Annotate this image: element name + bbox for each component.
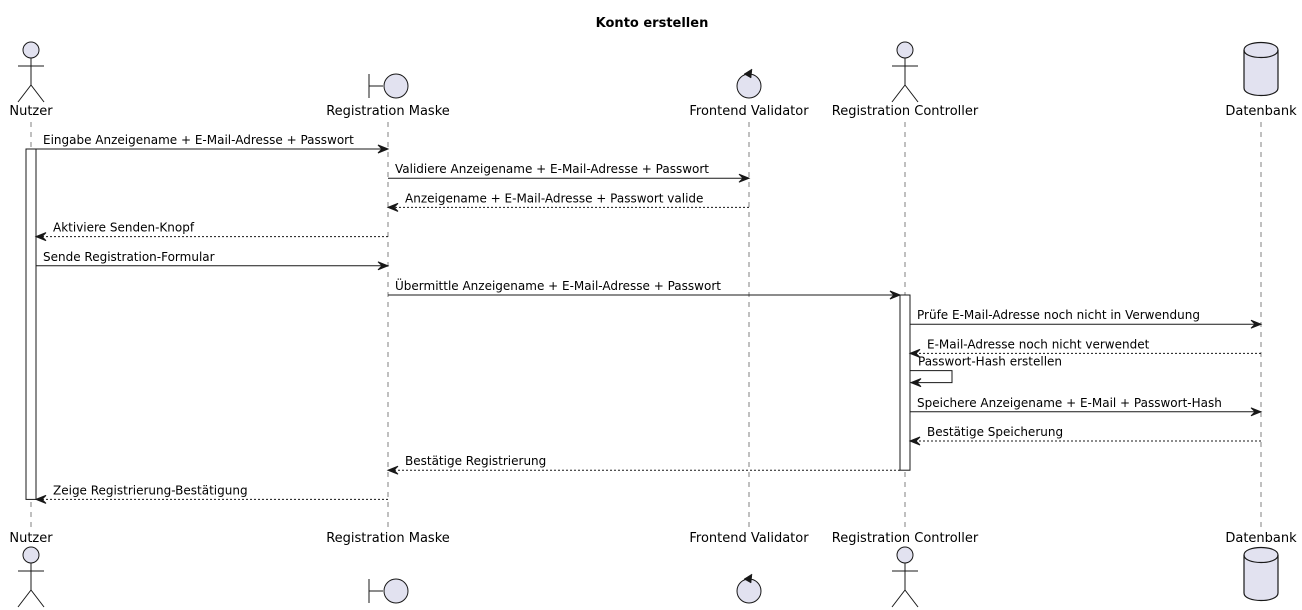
message-6: Prüfe E-Mail-Adresse noch nicht in Verwe…	[910, 308, 1263, 329]
participant-label: Frontend Validator	[689, 531, 809, 546]
message-2: Anzeigename + E-Mail-Adresse + Passwort …	[386, 191, 749, 212]
actor-icon	[891, 41, 919, 103]
message-label: Zeige Registrierung-Bestätigung	[53, 483, 248, 497]
message-label: Sende Registration-Formular	[43, 250, 215, 264]
participant-label: Registration Controller	[832, 531, 979, 546]
message-label: Bestätige Registrierung	[405, 454, 546, 468]
message-8: Passwort-Hash erstellen	[909, 355, 1062, 388]
participant-label: Frontend Validator	[689, 104, 809, 119]
arrowhead	[908, 436, 921, 446]
message-label: Bestätige Speicherung	[927, 425, 1063, 439]
message-4: Sende Registration-Formular	[36, 250, 390, 271]
participant-label: Registration Controller	[832, 104, 979, 119]
message-label: Anzeigename + E-Mail-Adresse + Passwort …	[405, 191, 703, 205]
message-label: E-Mail-Adresse noch nicht verwendet	[927, 337, 1150, 351]
participant-label: Datenbank	[1225, 531, 1297, 546]
message-label: Speichere Anzeigename + E-Mail + Passwor…	[917, 396, 1222, 410]
arrowhead	[377, 144, 390, 154]
message-label: Passwort-Hash erstellen	[918, 355, 1062, 369]
participant-db-footer: Datenbank	[1225, 531, 1297, 602]
diagram-title: Konto erstellen	[596, 16, 709, 31]
control-icon	[736, 68, 762, 99]
message-12: Zeige Registrierung-Bestätigung	[34, 483, 388, 504]
participant-validator-footer: Frontend Validator	[689, 531, 809, 604]
message-1: Validiere Anzeigename + E-Mail-Adresse +…	[388, 162, 751, 183]
participant-label: Nutzer	[9, 104, 53, 119]
arrowhead	[386, 202, 399, 212]
arrowhead	[34, 232, 47, 242]
database-icon	[1243, 546, 1279, 602]
boundary-icon	[368, 73, 409, 99]
message-0: Eingabe Anzeigename + E-Mail-Adresse + P…	[36, 133, 390, 154]
participant-controller-footer: Registration Controller	[832, 531, 979, 608]
actor-icon	[17, 41, 45, 103]
participant-db: Datenbank	[1225, 41, 1297, 119]
arrowhead	[738, 173, 751, 183]
database-icon	[1243, 41, 1279, 97]
participant-maske-footer: Registration Maske	[326, 531, 450, 604]
message-10: Bestätige Speicherung	[908, 425, 1261, 446]
arrowhead	[889, 290, 902, 300]
arrowhead	[1250, 407, 1263, 417]
actor-icon	[891, 546, 919, 608]
participant-maske: Registration Maske	[326, 73, 450, 119]
messages: Eingabe Anzeigename + E-Mail-Adresse + P…	[34, 133, 1263, 504]
participant-label: Nutzer	[9, 531, 53, 546]
participant-label: Datenbank	[1225, 104, 1297, 119]
message-label: Eingabe Anzeigename + E-Mail-Adresse + P…	[43, 133, 354, 147]
participant-label: Registration Maske	[326, 104, 450, 119]
arrowhead	[1250, 319, 1263, 329]
participant-validator: Frontend Validator	[689, 68, 809, 119]
activation-controller	[899, 294, 911, 471]
control-icon	[736, 573, 762, 604]
message-label: Aktiviere Senden-Knopf	[53, 221, 195, 235]
message-3: Aktiviere Senden-Knopf	[34, 221, 388, 242]
boundary-icon	[368, 578, 409, 604]
arrowhead	[908, 348, 921, 358]
participant-controller: Registration Controller	[832, 41, 979, 119]
message-label: Prüfe E-Mail-Adresse noch nicht in Verwe…	[917, 308, 1200, 322]
message-11: Bestätige Registrierung	[386, 454, 900, 475]
participant-nutzer: Nutzer	[9, 41, 53, 119]
arrowhead	[386, 465, 399, 475]
self-message-line	[910, 370, 953, 384]
activation-nutzer	[25, 148, 37, 500]
arrowhead	[909, 378, 922, 388]
message-label: Übermittle Anzeigename + E-Mail-Adresse …	[395, 277, 721, 293]
arrowhead	[34, 494, 47, 504]
message-label: Validiere Anzeigename + E-Mail-Adresse +…	[395, 162, 709, 176]
actor-icon	[17, 546, 45, 608]
message-7: E-Mail-Adresse noch nicht verwendet	[908, 337, 1261, 358]
participant-label: Registration Maske	[326, 531, 450, 546]
arrowhead	[377, 261, 390, 271]
participant-nutzer-footer: Nutzer	[9, 531, 53, 608]
message-5: Übermittle Anzeigename + E-Mail-Adresse …	[388, 277, 902, 300]
message-9: Speichere Anzeigename + E-Mail + Passwor…	[910, 396, 1263, 417]
